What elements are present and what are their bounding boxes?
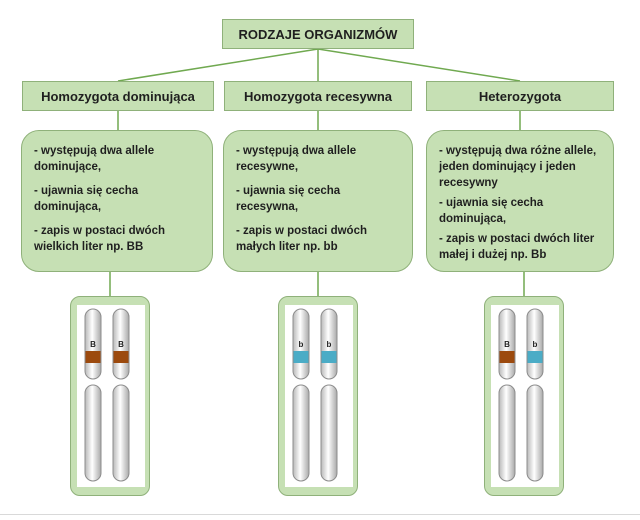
chromosome: b [526, 308, 544, 482]
description-point: - występują dwa różne allele, jeden domi… [439, 145, 597, 189]
allele-label: B [504, 340, 510, 349]
description-point: - ujawnia się cecha recesywna, [236, 185, 341, 213]
description-point: - ujawnia się cecha dominująca, [34, 185, 139, 213]
allele-band [85, 351, 101, 363]
description-point: - zapis w postaci dwóch liter małej i du… [439, 233, 595, 261]
category-homozygota-recesywna: Homozygota recesywna [224, 81, 412, 111]
description-point: - zapis w postaci dwóch wielkich liter n… [34, 225, 165, 253]
description-point: - zapis w postaci dwóch małych liter np.… [236, 225, 367, 253]
description-box-dominujaca: - występują dwa allele dominujące, - uja… [21, 130, 213, 272]
allele-label: b [299, 340, 304, 349]
chromosome: B [112, 308, 130, 482]
allele-label: B [118, 340, 124, 349]
chromosome: b [320, 308, 338, 482]
description-box-recesywna: - występują dwa allele recesywne, - ujaw… [223, 130, 413, 272]
category-heterozygota: Heterozygota [426, 81, 614, 111]
chromosome: b [292, 308, 310, 482]
description-point: - ujawnia się cecha dominująca, [439, 197, 544, 225]
allele-band [527, 351, 543, 363]
chromosome: B [498, 308, 516, 482]
category-homozygota-dominujaca: Homozygota dominująca [22, 81, 214, 111]
allele-label: b [327, 340, 332, 349]
description-box-heterozygota: - występują dwa różne allele, jeden domi… [426, 130, 614, 272]
allele-label: b [533, 340, 538, 349]
page-divider [0, 514, 640, 515]
description-point: - występują dwa allele recesywne, [236, 145, 357, 173]
chromosome: B [84, 308, 102, 482]
allele-band [499, 351, 515, 363]
allele-label: B [90, 340, 96, 349]
root-node: RODZAJE ORGANIZMÓW [222, 19, 414, 49]
allele-band [293, 351, 309, 363]
allele-band [113, 351, 129, 363]
description-point: - występują dwa allele dominujące, [34, 145, 155, 173]
allele-band [321, 351, 337, 363]
